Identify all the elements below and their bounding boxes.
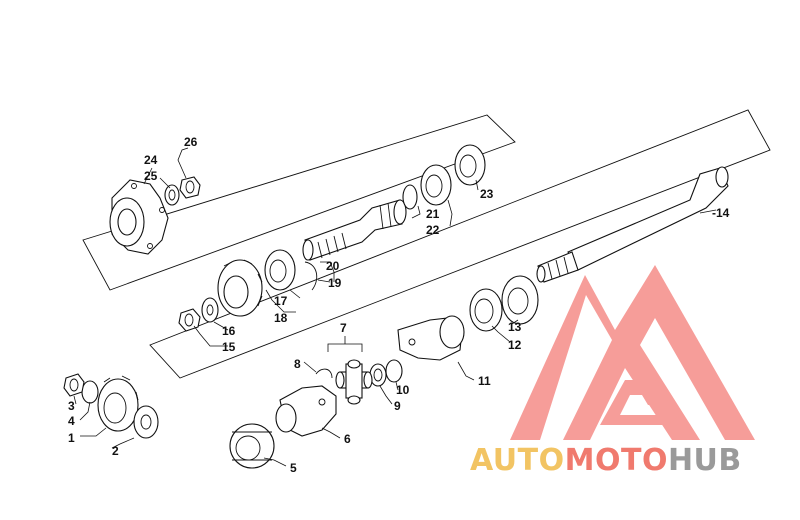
part-splined-shaft (302, 199, 407, 261)
callout-21: 21 (426, 207, 440, 221)
part-washer-4 (81, 380, 99, 404)
part-hub-flange (109, 179, 169, 255)
part-boot-5 (229, 423, 275, 469)
callout-5: 5 (290, 461, 297, 475)
callout-19: 19 (328, 276, 342, 290)
part-washer-25 (164, 184, 180, 206)
callout-2: 2 (112, 444, 119, 458)
callout-24: 24 (144, 153, 158, 167)
callout-3: 3 (68, 399, 75, 413)
part-bearing-cap-9 (369, 363, 387, 387)
callout-11: 11 (478, 374, 491, 388)
part-yoke-11 (397, 315, 465, 361)
part-snap-ring-19 (304, 261, 318, 291)
part-bearing-13 (501, 275, 539, 325)
leader-lines (73, 147, 717, 467)
part-ring-10 (385, 359, 403, 383)
callout-labels: 1 2 3 4 5 6 7 8 9 10 11 12 13 -14 15 16 … (68, 135, 730, 475)
watermark-moto: MOTO (565, 443, 668, 478)
part-seal-12 (469, 288, 503, 332)
watermark-logo-icon (510, 265, 755, 440)
callout-12: 12 (508, 338, 522, 352)
part-universal-joint (335, 359, 373, 405)
watermark-hub: HUB (668, 443, 742, 478)
callout-18: 18 (274, 311, 288, 325)
part-pinion-gear-1 (97, 375, 139, 432)
callout-25: 25 (144, 169, 158, 183)
part-bearing-22 (420, 164, 452, 206)
callout-13: 13 (508, 320, 522, 334)
callout-bracket-7 (327, 336, 363, 352)
part-drive-shaft (536, 166, 729, 283)
part-clip-8 (315, 368, 333, 379)
part-bearing-18 (264, 249, 296, 291)
part-washer-16 (201, 297, 219, 323)
callout-14: -14 (712, 206, 730, 220)
part-nut-15 (178, 308, 201, 332)
callout-20: 20 (326, 259, 340, 273)
callout-7: 7 (340, 321, 347, 335)
part-nut-26 (179, 176, 201, 199)
part-washer-2 (133, 405, 159, 439)
callout-8: 8 (294, 357, 301, 371)
assembly-box-lower (149, 109, 771, 379)
part-bevel-gear (217, 259, 263, 317)
part-nut-3 (63, 373, 85, 397)
callout-15: 15 (222, 340, 236, 354)
part-seal-23 (454, 144, 486, 186)
callout-22: 22 (426, 223, 440, 237)
callout-10: 10 (396, 383, 410, 397)
callout-6: 6 (344, 432, 351, 446)
svg-text:AUTOMOTOHUB: AUTOMOTOHUB (470, 443, 742, 478)
watermark-auto: AUTO (470, 443, 565, 478)
callout-1: 1 (68, 431, 75, 445)
watermark-wordmark: AUTOMOTOHUB (470, 443, 742, 478)
callout-17: 17 (274, 294, 288, 308)
callout-23: 23 (480, 187, 494, 201)
assembly-box-upper (82, 114, 516, 291)
callout-26: 26 (184, 135, 198, 149)
part-ring-21 (402, 184, 418, 210)
part-yoke-6 (275, 385, 337, 437)
callout-16: 16 (222, 324, 236, 338)
callout-4: 4 (68, 414, 75, 428)
callout-9: 9 (394, 399, 401, 413)
